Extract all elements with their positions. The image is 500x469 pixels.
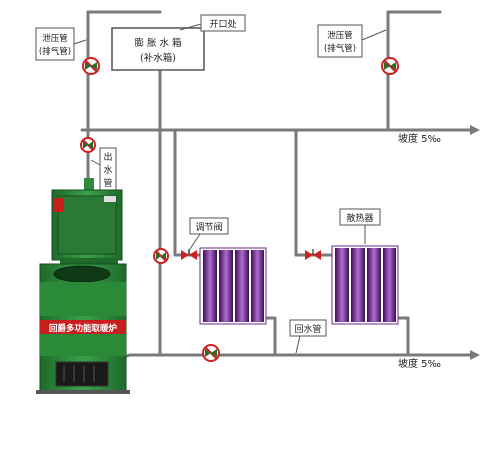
no-valve-icon-tank-line — [153, 248, 169, 264]
expansion-tank: 膨 胀 水 箱 (补水箱) — [111, 27, 205, 71]
boiler-name-label: 回爵多功能取暖炉 — [49, 323, 118, 334]
slope-label-top: 坡度 5‰ — [398, 132, 441, 145]
slope-arrows — [470, 125, 480, 360]
radiator-callout: 散热器 — [339, 208, 381, 244]
right-relief-label-1: 泄压管 — [327, 30, 353, 41]
no-valve-icon-right-relief — [381, 57, 399, 75]
no-valve-icon-outlet — [80, 137, 96, 153]
outlet-label-3: 管 — [103, 177, 112, 189]
return-pipe-label: 回水管 — [294, 323, 321, 335]
outlet-label-2: 水 — [103, 164, 112, 176]
radiator-left — [199, 247, 267, 325]
outlet-pipe-callout: 出 水 管 — [90, 147, 117, 193]
expansion-tank-label-1: 膨 胀 水 箱 — [134, 37, 181, 49]
opening-label: 开口处 — [209, 18, 236, 30]
regulating-valve-label: 调节阀 — [195, 222, 222, 233]
valve-regulating-1 — [181, 249, 197, 260]
return-pipe-callout: 回水管 — [289, 319, 327, 354]
right-relief-label-2: (排气管) — [324, 43, 356, 54]
boiler: 回爵多功能取暖炉 — [36, 178, 130, 394]
radiator-right — [331, 245, 399, 325]
no-valve-icon-return — [202, 344, 220, 362]
expansion-tank-label-2: (补水箱) — [140, 52, 176, 64]
no-valve-icon-left-relief — [82, 57, 100, 75]
slope-label-bottom: 坡度 5‰ — [398, 357, 441, 370]
left-relief-label-1: 泄压管 — [42, 33, 68, 44]
left-relief-label-2: (排气管) — [39, 46, 71, 57]
right-relief-callout: 泄压管 (排气管) — [317, 24, 387, 58]
outlet-label-1: 出 — [103, 151, 112, 163]
arrow-head-top — [470, 125, 480, 135]
opening-callout: 开口处 — [179, 14, 246, 32]
left-relief-callout: 泄压管 (排气管) — [35, 27, 87, 61]
radiator-label: 散热器 — [346, 212, 373, 224]
arrow-head-bottom — [470, 350, 480, 360]
valve-regulating-2 — [305, 249, 321, 260]
regulating-valve-callout: 调节阀 — [187, 217, 229, 253]
